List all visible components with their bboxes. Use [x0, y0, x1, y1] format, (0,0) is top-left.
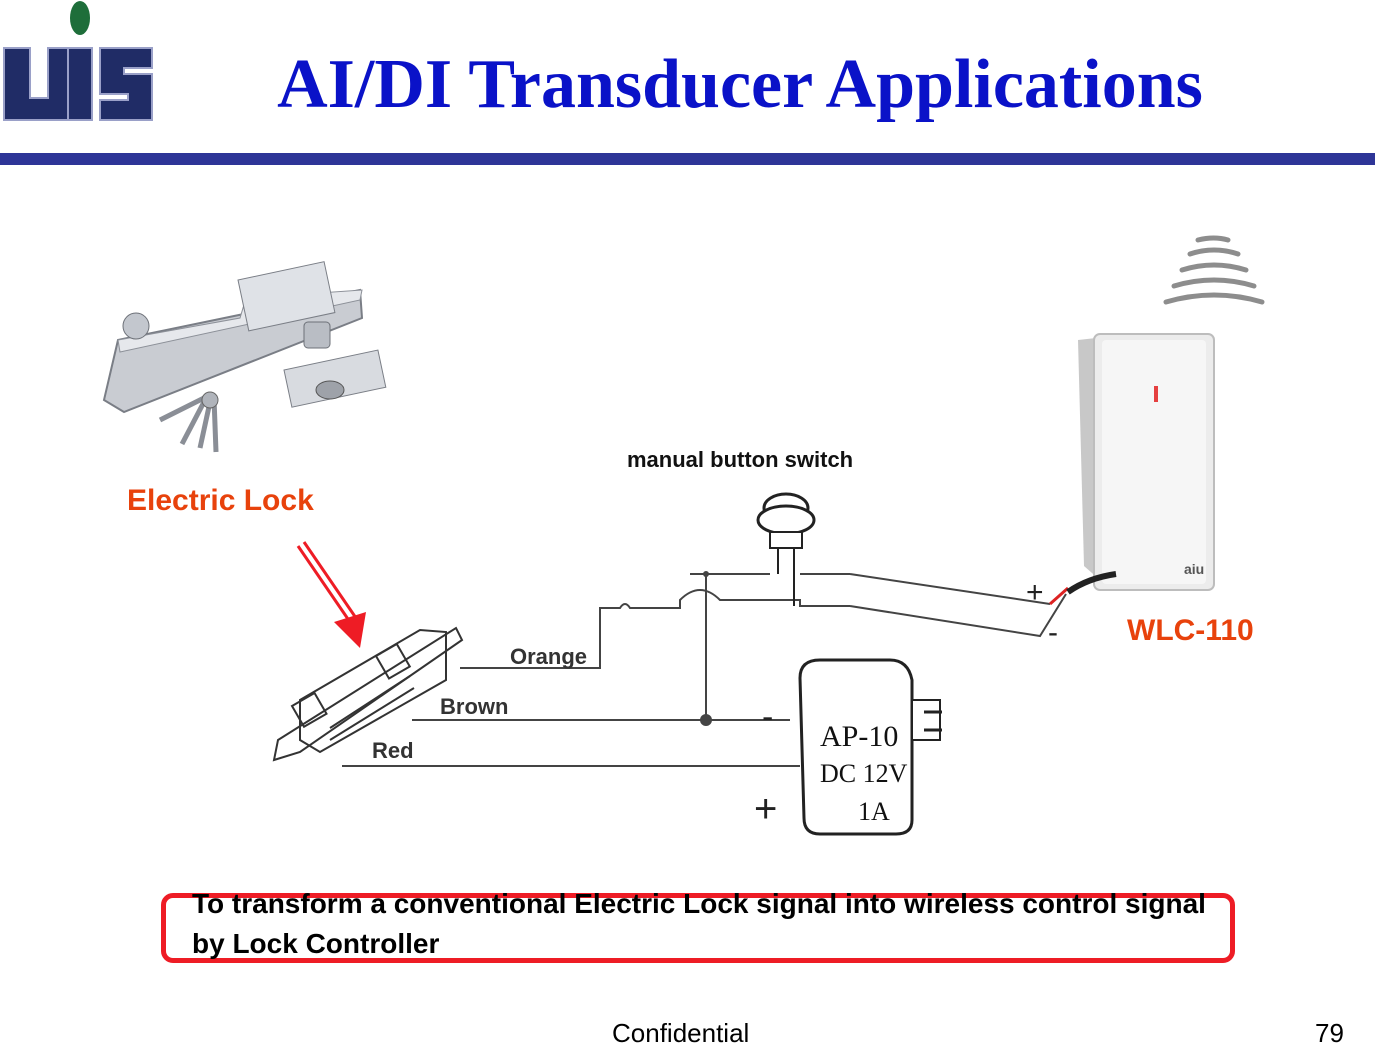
wlc-device-image: aiu	[1066, 333, 1215, 595]
ps-current-text: 1A	[858, 797, 890, 826]
red-lead	[1049, 586, 1069, 606]
power-supply-image: AP-10 DC 12V 1A - +	[754, 658, 942, 836]
pointer-arrow	[296, 541, 366, 648]
wire-junction	[703, 571, 709, 577]
ps-minus-text: -	[762, 698, 773, 736]
title-divider	[0, 153, 1375, 165]
electric-lock-label: Electric Lock	[127, 484, 314, 517]
page-title: AI/DI Transducer Applications	[277, 46, 1203, 123]
wireless-signal-icon	[1163, 235, 1265, 305]
terminal-minus: -	[1048, 616, 1058, 649]
wires	[342, 573, 1067, 767]
wire-label-orange: Orange	[510, 644, 587, 669]
ps-plus-text: +	[754, 787, 777, 831]
caption-box	[161, 893, 1235, 963]
device-label: WLC-110	[1127, 614, 1254, 647]
electric-lock-image	[102, 261, 387, 453]
wire-junction	[700, 714, 712, 726]
ps-model-text: AP-10	[820, 720, 898, 753]
footer-confidential: Confidential	[612, 1018, 750, 1048]
ps-voltage-text: DC 12V	[820, 759, 908, 788]
switch-label: manual button switch	[627, 447, 854, 472]
page-number: 79	[1315, 1018, 1344, 1048]
caption-text: To transform a conventional Electric Loc…	[192, 888, 1206, 959]
uis-logo	[3, 1, 153, 121]
terminal-plus: +	[1026, 576, 1044, 609]
device-brand-text: aiu	[1184, 561, 1204, 577]
lock-line-art	[272, 626, 464, 762]
wire-label-red: Red	[372, 738, 414, 763]
wire-label-brown: Brown	[440, 694, 508, 719]
button-switch-image	[756, 492, 816, 606]
